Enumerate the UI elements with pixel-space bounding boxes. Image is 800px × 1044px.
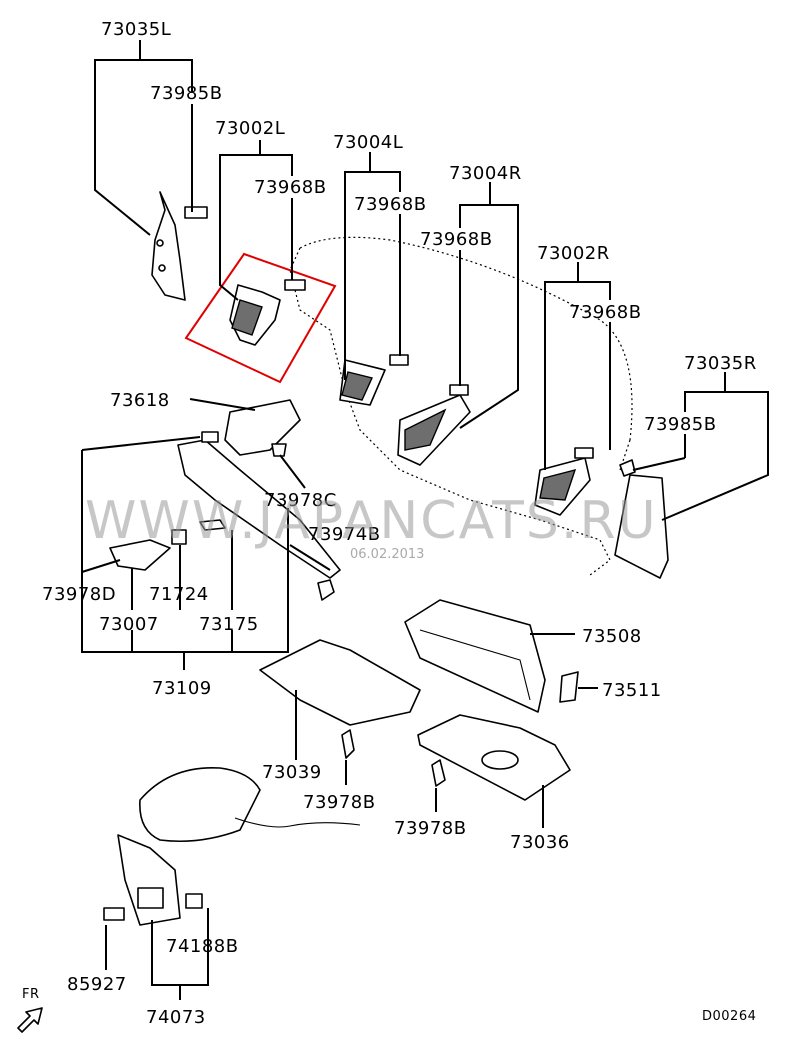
watermark-date: 06.02.2013 <box>350 547 424 562</box>
vent-right-center-part <box>397 384 471 466</box>
part-label: 73004R <box>449 163 522 184</box>
part-label: 73007 <box>99 614 159 635</box>
part-label: 73618 <box>110 390 170 411</box>
part-label: 71724 <box>149 584 209 605</box>
part-label: 73978B <box>303 792 376 813</box>
lower-tray-part <box>259 639 421 759</box>
direction-label: FR <box>22 987 40 1002</box>
side-panel-right-part <box>614 459 669 579</box>
part-label: 73004L <box>333 132 403 153</box>
part-label: 73036 <box>510 832 570 853</box>
part-label: 73175 <box>199 614 259 635</box>
part-label: 73978C <box>264 490 337 511</box>
part-label: 73968B <box>254 177 327 198</box>
part-labels: 73035L 73985B 73002L 73968B 73004L 73968… <box>42 19 757 1028</box>
part-label: 74188B <box>166 936 239 957</box>
part-label: 85927 <box>67 974 127 995</box>
watermark: WWW.JAPANCATS.RU <box>85 491 658 551</box>
part-label: 73508 <box>582 626 642 647</box>
part-label: 73002L <box>215 118 285 139</box>
part-label: 73035L <box>101 19 171 40</box>
front-direction-arrow: FR <box>17 987 43 1033</box>
part-label: 74073 <box>146 1007 206 1028</box>
part-label: 73039 <box>262 762 322 783</box>
vent-left-outer-part <box>184 252 337 384</box>
part-label: 73109 <box>152 678 212 699</box>
diagram-code: D00264 <box>702 1009 756 1024</box>
part-label: 73968B <box>569 302 642 323</box>
vent-right-outer-part <box>534 447 594 516</box>
part-label: 73978D <box>42 584 116 605</box>
vent-left-center-part <box>339 354 409 406</box>
part-label: 73511 <box>602 680 662 701</box>
side-panel-left-part <box>151 191 208 301</box>
part-label: 73974B <box>308 524 381 545</box>
glove-box-part <box>404 599 579 713</box>
part-label: 73985B <box>644 414 717 435</box>
part-label: 73985B <box>150 83 223 104</box>
part-label: 73035R <box>684 353 757 374</box>
lower-right-cover-part <box>417 714 571 801</box>
part-label: 73968B <box>420 229 493 250</box>
leader-lines <box>81 40 769 1000</box>
console-part <box>103 766 361 926</box>
part-label: 73968B <box>354 194 427 215</box>
part-label: 73978B <box>394 818 467 839</box>
part-label: 73002R <box>537 243 610 264</box>
lower-center-panel-part <box>109 399 341 601</box>
